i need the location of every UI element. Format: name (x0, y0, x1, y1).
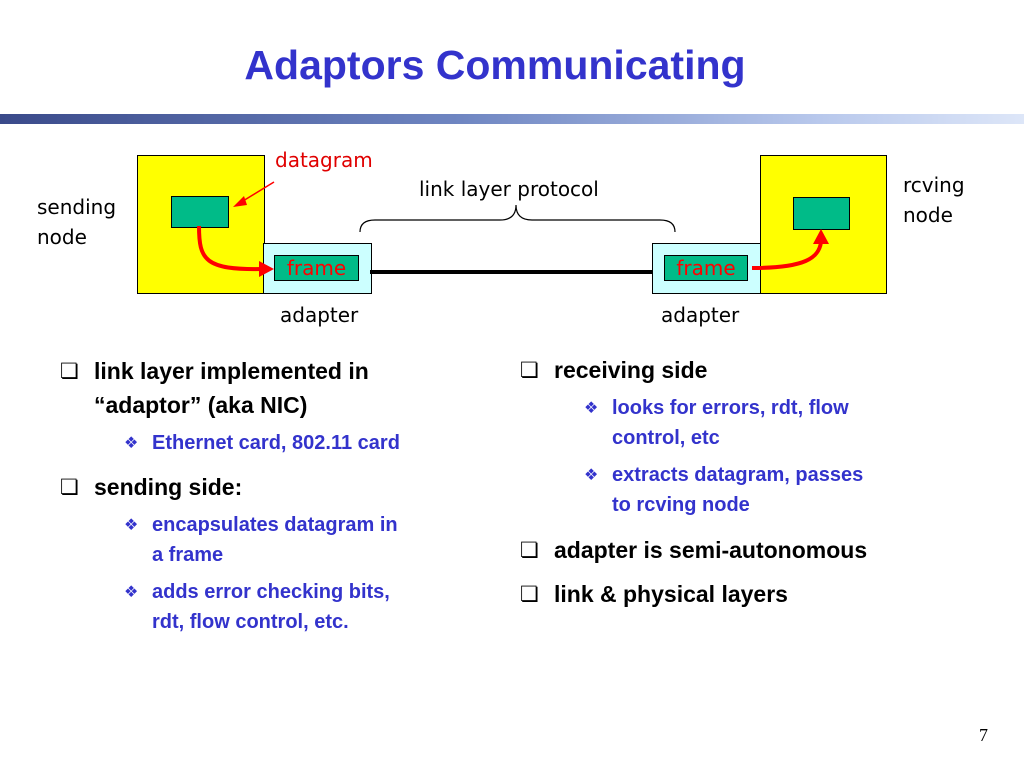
checkbox-bullet-icon: ❏ (60, 475, 79, 499)
bullet-link-physical-layers: ❏ link & physical layers (520, 577, 788, 611)
diamond-bullet-icon: ❖ (584, 398, 599, 417)
page-number: 7 (979, 725, 988, 745)
subbullet-adds-error-checking: ❖ adds error checking bits, rdt, flow co… (124, 577, 390, 637)
subbullet-line: adds error checking bits, (152, 581, 390, 603)
diamond-bullet-icon: ❖ (124, 515, 139, 534)
protocol-brace (359, 204, 676, 233)
bullet-line: receiving side (554, 357, 708, 383)
bullet-link-layer-implemented: ❏ link layer implemented in “adaptor” (a… (60, 354, 369, 422)
subbullet-line: rdt, flow control, etc. (152, 611, 349, 633)
checkbox-bullet-icon: ❏ (520, 538, 539, 562)
checkbox-bullet-icon: ❏ (60, 359, 79, 383)
subbullet-line: looks for errors, rdt, flow (612, 397, 849, 419)
slide-title: Adaptors Communicating (244, 42, 746, 88)
diamond-bullet-icon: ❖ (124, 582, 139, 601)
datagram-box-receiving (793, 197, 850, 230)
subbullet-line: a frame (152, 544, 224, 566)
bullet-line: link & physical layers (554, 581, 788, 607)
sending-node-label: sending node (37, 192, 116, 252)
subbullet-line: to rcving node (612, 494, 750, 516)
adapter-label-right: adapter (661, 303, 740, 327)
subbullet-looks-for-errors: ❖ looks for errors, rdt, flow control, e… (584, 393, 849, 453)
subbullet-line: extracts datagram, passes (612, 464, 864, 486)
datagram-label: datagram (275, 148, 373, 172)
rcving-node-label: rcving node (903, 170, 965, 230)
bullet-semi-autonomous: ❏ adapter is semi-autonomous (520, 533, 868, 567)
diamond-bullet-icon: ❖ (584, 465, 599, 484)
adapter-label-left: adapter (280, 303, 359, 327)
deliver-arrow-head (813, 229, 829, 244)
subbullet-line: control, etc (612, 427, 720, 449)
rcving-node-label-line1: rcving (903, 173, 965, 197)
bullet-line: sending side: (94, 474, 243, 500)
deliver-arrow (751, 241, 823, 270)
sending-node-label-line1: sending (37, 195, 117, 219)
rcving-node-label-line2: node (903, 203, 953, 227)
subbullet-encapsulates: ❖ encapsulates datagram in a frame (124, 510, 398, 570)
frame-right: frame (664, 255, 748, 281)
title-divider (0, 114, 1024, 124)
checkbox-bullet-icon: ❏ (520, 358, 539, 382)
encapsulate-arrow (197, 225, 263, 272)
bullet-receiving-side: ❏ receiving side (520, 353, 708, 387)
bullet-line: “adaptor” (aka NIC) (94, 392, 308, 418)
encapsulate-arrow-head (259, 261, 274, 277)
diamond-bullet-icon: ❖ (124, 433, 139, 452)
checkbox-bullet-icon: ❏ (520, 582, 539, 606)
subbullet-line: encapsulates datagram in (152, 514, 398, 536)
datagram-pointer-head (233, 196, 247, 207)
subbullet-ethernet-card: ❖ Ethernet card, 802.11 card (124, 428, 400, 458)
bullet-line: link layer implemented in (94, 358, 369, 384)
frame-left: frame (274, 255, 359, 281)
sending-node-label-line2: node (37, 225, 87, 249)
datagram-box-sending (171, 196, 229, 228)
bullet-line: adapter is semi-autonomous (554, 537, 868, 563)
bullet-sending-side: ❏ sending side: (60, 470, 243, 504)
subbullet-line: Ethernet card, 802.11 card (152, 432, 400, 454)
link-protocol-label: link layer protocol (419, 177, 599, 201)
subbullet-extracts-datagram: ❖ extracts datagram, passes to rcving no… (584, 460, 864, 520)
